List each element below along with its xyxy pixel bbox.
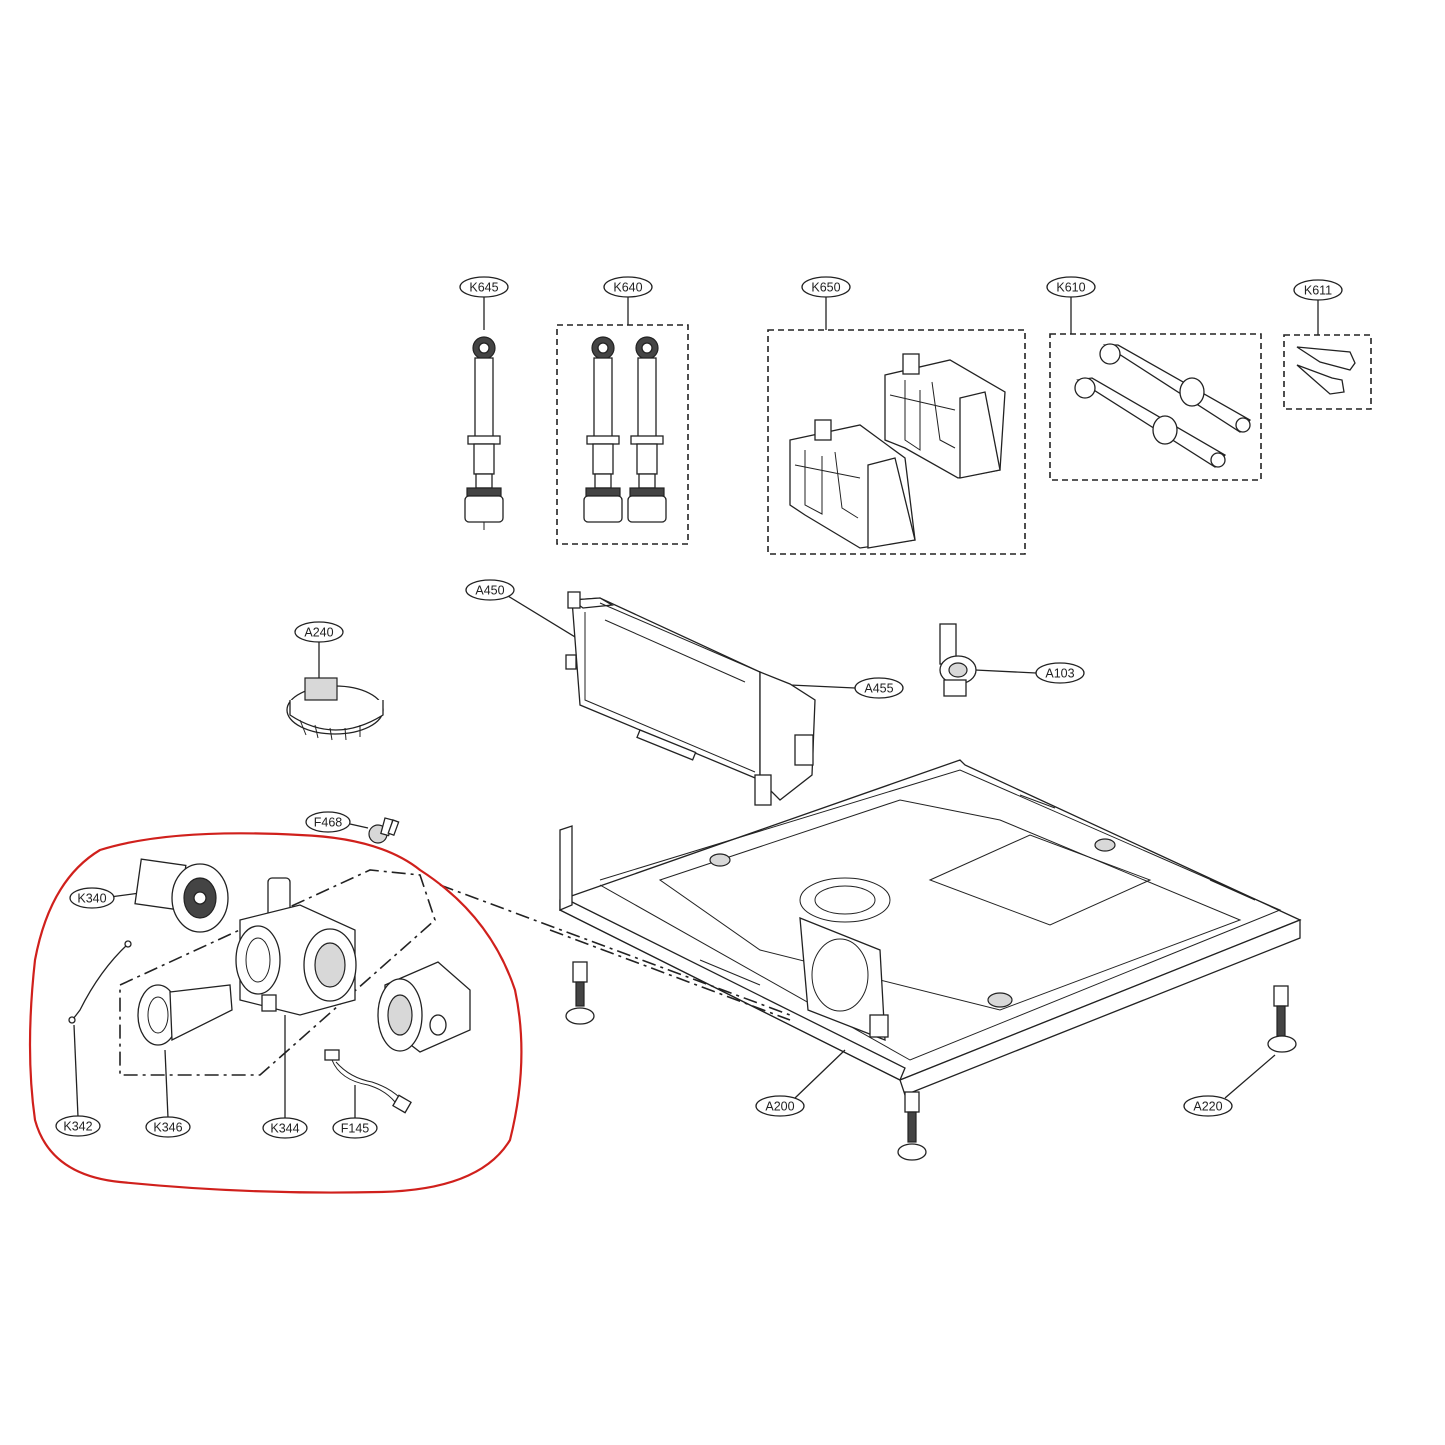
part-a240 — [286, 640, 384, 741]
label-a200: A200 — [755, 1095, 805, 1117]
bracket-rear — [884, 353, 1006, 479]
svg-text:K346: K346 — [153, 1121, 182, 1135]
highlight-outline — [28, 832, 523, 1194]
svg-text:A450: A450 — [475, 584, 504, 598]
svg-text:A455: A455 — [864, 682, 893, 696]
foot-left — [565, 961, 595, 1025]
label-k344: K344 — [262, 1117, 308, 1139]
label-k650: K650 — [801, 276, 851, 298]
label-k346: K346 — [145, 1116, 191, 1138]
damper-k645 — [464, 297, 504, 530]
svg-text:K344: K344 — [270, 1122, 299, 1136]
assembly-line — [439, 884, 791, 1016]
label-k611: K611 — [1293, 279, 1343, 301]
svg-text:A220: A220 — [1193, 1100, 1222, 1114]
part-k346 — [137, 984, 233, 1119]
svg-text:F145: F145 — [341, 1122, 370, 1136]
clip-a103 — [939, 623, 1037, 697]
svg-text:K650: K650 — [811, 281, 840, 295]
foot-right-a220 — [1224, 985, 1297, 1099]
base-frame-a200 — [558, 759, 1302, 1099]
part-f468 — [349, 817, 400, 844]
bracket-kit-k650 — [767, 297, 1026, 555]
label-a103: A103 — [1035, 662, 1085, 684]
part-k344 — [235, 877, 357, 1118]
label-f145: F145 — [332, 1117, 378, 1139]
drain-pump-group — [68, 858, 471, 1119]
svg-text:A200: A200 — [765, 1100, 794, 1114]
svg-text:K610: K610 — [1056, 281, 1085, 295]
label-a240: A240 — [294, 621, 344, 643]
svg-text:F468: F468 — [314, 816, 343, 830]
pump-motor — [377, 961, 471, 1053]
damper-left — [583, 336, 623, 523]
svg-text:A240: A240 — [304, 626, 333, 640]
part-f145 — [324, 1049, 412, 1118]
control-board-assembly — [507, 591, 856, 806]
label-a450: A450 — [465, 579, 515, 601]
svg-text:K611: K611 — [1304, 284, 1332, 298]
svg-text:K340: K340 — [77, 892, 106, 906]
rod-kit-k610 — [1049, 297, 1262, 481]
svg-text:K645: K645 — [469, 281, 498, 295]
label-k342: K342 — [55, 1115, 101, 1137]
label-a455: A455 — [854, 677, 904, 699]
damper-right — [627, 336, 667, 523]
part-k340 — [109, 858, 229, 933]
label-f468: F468 — [305, 811, 351, 833]
rod-top — [1099, 343, 1251, 433]
part-k342 — [68, 940, 132, 1118]
label-k640: K640 — [603, 276, 653, 298]
svg-text:K342: K342 — [63, 1120, 92, 1134]
pin-kit-k611 — [1283, 300, 1372, 410]
svg-text:K640: K640 — [613, 281, 642, 295]
damper-kit-k640 — [556, 297, 689, 545]
label-k645: K645 — [459, 276, 509, 298]
foot-center — [897, 1091, 927, 1161]
rod-bottom — [1074, 377, 1226, 468]
label-a220: A220 — [1183, 1095, 1233, 1117]
label-k610: K610 — [1046, 276, 1096, 298]
label-k340: K340 — [69, 887, 115, 909]
svg-text:A103: A103 — [1045, 667, 1074, 681]
bracket-front — [789, 419, 916, 549]
